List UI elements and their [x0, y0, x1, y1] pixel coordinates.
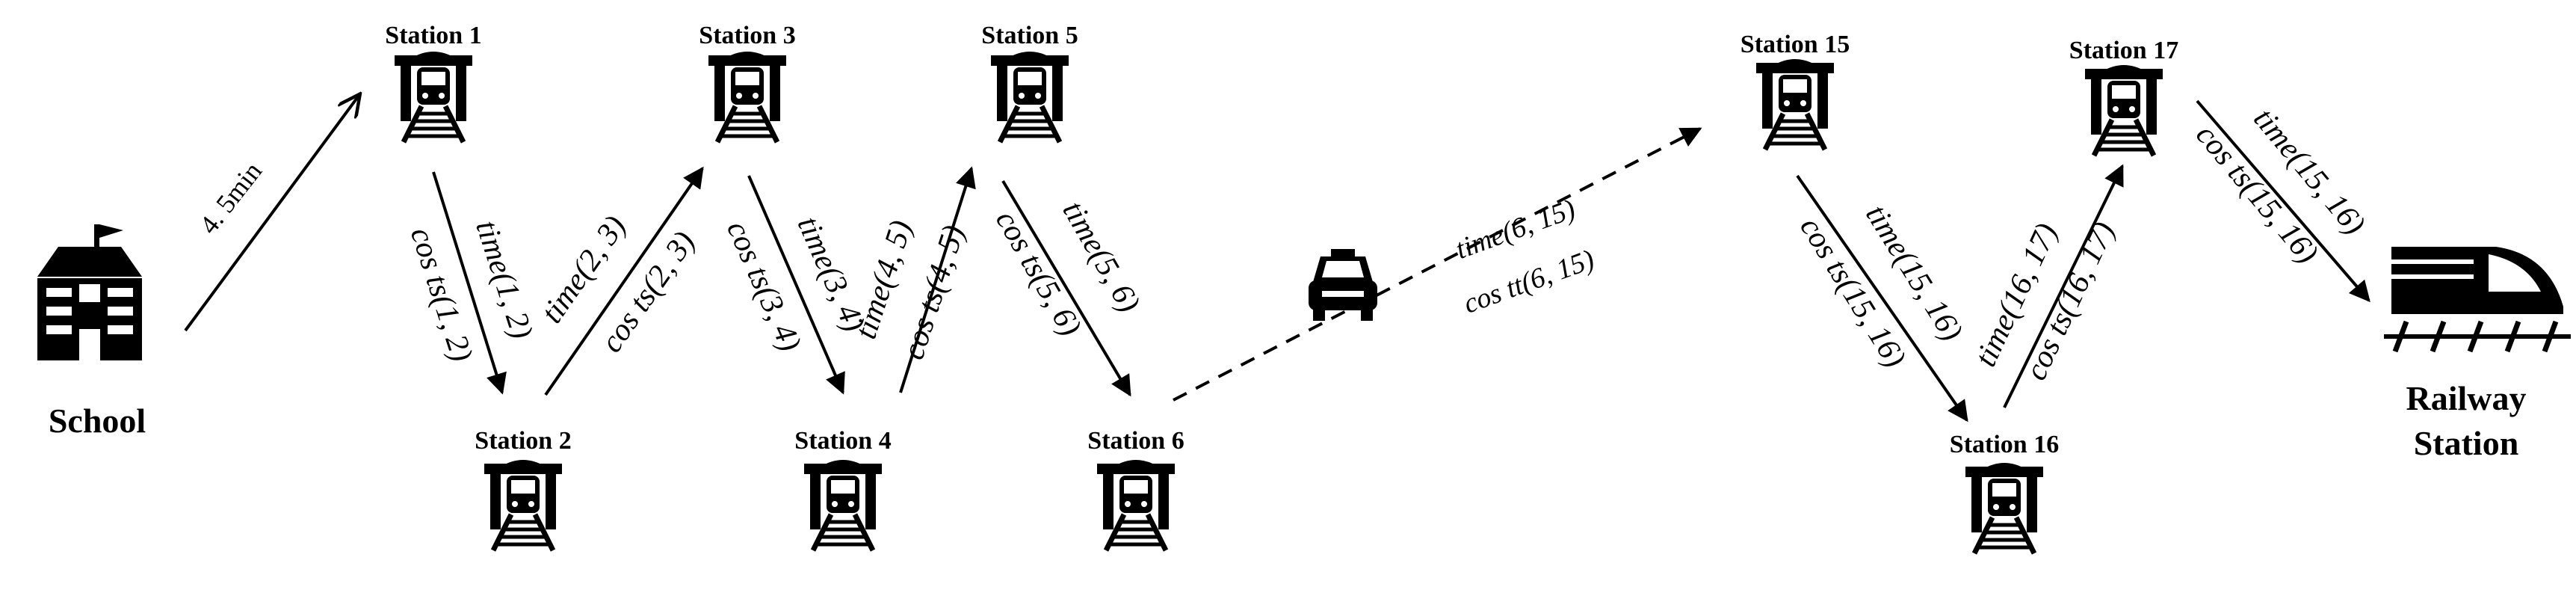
railway-station-label-line1: Railway: [2406, 379, 2527, 417]
station-4-label: Station 4: [794, 427, 891, 455]
edge-2-3-arrow: [544, 166, 704, 396]
metro-station-icon: [991, 52, 1069, 142]
metro-station-icon: [2085, 65, 2163, 156]
edge-1-2-arrow: [432, 171, 507, 395]
metro-station-icon: [1756, 59, 1834, 150]
metro-station-icon: [708, 52, 786, 142]
station-3-label: Station 3: [699, 22, 795, 49]
school-icon: [37, 224, 142, 360]
station-15-label: Station 15: [1741, 31, 1850, 58]
edge-4-5-arrow: [899, 166, 976, 393]
edge-3-4-arrow: [747, 175, 845, 395]
metro-station-icon: [395, 52, 472, 142]
edge-school-station1-arrow: [184, 96, 359, 332]
station-1-label: Station 1: [385, 22, 481, 49]
edge-6-15-arrow: [1173, 127, 1702, 402]
metro-station-icon: [484, 460, 562, 550]
taxi-icon: [1309, 249, 1377, 321]
metro-station-icon: [1097, 460, 1175, 550]
station-2-label: Station 2: [475, 427, 571, 455]
station-16-label: Station 16: [1950, 431, 2059, 458]
edge-school-station1-label: 4. 5min: [194, 156, 268, 239]
metro-station-icon: [1965, 463, 2043, 553]
edge-17-railway-arrow: [2196, 99, 2370, 303]
high-speed-train-icon: [2384, 247, 2571, 353]
station-6-label: Station 6: [1087, 427, 1184, 455]
edge-5-6-arrow: [1001, 179, 1131, 397]
station-5-label: Station 5: [981, 22, 1078, 49]
metro-station-icon: [804, 460, 882, 550]
school-label: School: [49, 402, 146, 440]
station-17-label: Station 17: [2069, 37, 2178, 64]
edge-1-2-cost: cos ts(1, 2): [404, 224, 479, 366]
edge-16-17-arrow: [2003, 164, 2124, 408]
railway-station-label-line2: Station: [2414, 424, 2519, 462]
edge-3-4-cost: cos ts(3, 4): [720, 216, 807, 357]
edge-15-16-arrow: [1796, 174, 1968, 423]
